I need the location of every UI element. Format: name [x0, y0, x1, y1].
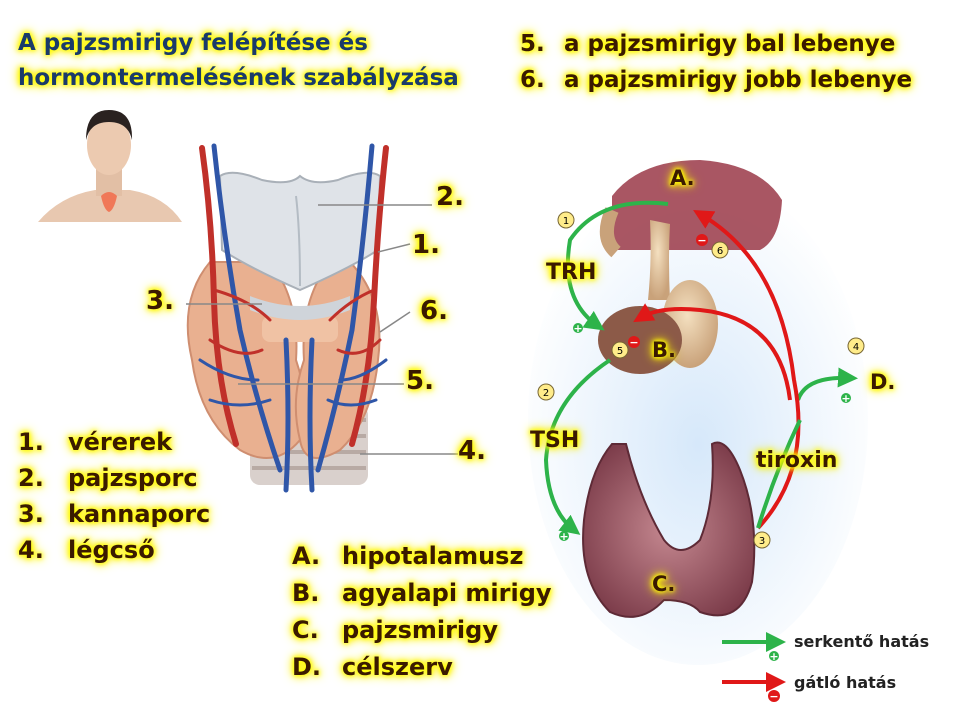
svg-text:+: + — [769, 650, 778, 663]
minus-sign: − — [628, 336, 640, 349]
lobe-legend-item: 6. a pajzsmirigy jobb lebenye — [520, 62, 912, 98]
lobe-legend-number: 5. — [520, 31, 545, 57]
svg-text:+: + — [841, 392, 850, 405]
title-line-2: hormontermelésének szabályzása — [18, 65, 459, 91]
legend-item: D. célszerv — [292, 649, 552, 686]
lettered-legend: A. hipotalamusz B. agyalapi mirigy C. pajzs… — [292, 538, 552, 686]
step-markers: 1 2 3 4 5 6 — [537, 211, 865, 549]
label-thyroid: C. — [652, 572, 676, 596]
legend-number: 1. — [18, 428, 44, 456]
svg-text:5: 5 — [617, 346, 623, 357]
svg-text:3: 3 — [759, 536, 765, 547]
legend-letter: A. — [292, 542, 321, 570]
svg-text:4: 4 — [853, 342, 859, 353]
legend-item: C. pajzsmirigy — [292, 612, 552, 649]
svg-text:−: − — [697, 234, 706, 247]
thyroid-cartilage-illustration — [218, 171, 382, 320]
legend-item: 2. pajzsporc — [18, 460, 210, 496]
page-title: A pajzsmirigy felépítése és hormontermel… — [18, 26, 459, 96]
svg-text:−: − — [629, 336, 638, 349]
minus-sign: − — [696, 234, 708, 247]
legend-text: pajzsmirigy — [342, 616, 498, 644]
legend-letter: C. — [292, 616, 319, 644]
step-6-marker: 6 — [711, 241, 729, 259]
label-trh: TRH — [546, 260, 597, 285]
legend-text: agyalapi mirigy — [342, 579, 552, 607]
legend-text: kannaporc — [68, 500, 211, 528]
label-pituitary: B. — [652, 338, 676, 362]
legend-item: 3. kannaporc — [18, 496, 210, 532]
portrait-illustration — [38, 110, 182, 222]
step-3-marker: 3 — [753, 531, 771, 549]
legend-number: 3. — [18, 500, 44, 528]
svg-text:2: 2 — [543, 388, 549, 399]
plus-sign: + — [769, 650, 779, 663]
svg-text:+: + — [573, 322, 582, 335]
svg-text:6: 6 — [717, 246, 723, 257]
legend-item: 4. légcső — [18, 532, 210, 568]
feedback-to-hypothalamus-arrow — [693, 210, 801, 530]
legend-item: 1. vérerek — [18, 424, 210, 460]
regulation-diagram-illustration — [528, 160, 868, 692]
svg-text:−: − — [769, 690, 778, 703]
lobe-legend: 5. a pajzsmirigy bal lebenye 6. a pajzsmir… — [520, 26, 912, 98]
tsh-arrow — [543, 358, 612, 535]
step-1-marker: 1 — [557, 211, 575, 229]
lobe-legend-text: a pajzsmirigy bal lebenye — [564, 31, 896, 57]
label-target-organ: D. — [870, 370, 896, 394]
numbered-legend: 1. vérerek 2. pajzsporc 3. kannaporc 4. légc… — [18, 424, 210, 568]
key-stimulating-label: serkentő hatás — [794, 632, 930, 651]
anatomy-label-6: 6. — [420, 296, 448, 326]
plus-sign: + — [841, 392, 851, 405]
thyroid-gland-illustration — [582, 441, 756, 618]
step-4-marker: 4 — [847, 337, 865, 355]
legend-text: vérerek — [68, 428, 173, 456]
legend-number: 2. — [18, 464, 44, 492]
lobe-legend-item: 5. a pajzsmirigy bal lebenye — [520, 26, 912, 62]
anatomy-label-1: 1. — [412, 230, 440, 260]
svg-text:+: + — [559, 530, 568, 543]
anatomy-label-3: 3. — [146, 286, 174, 316]
plus-sign: + — [559, 530, 569, 543]
lobe-legend-number: 6. — [520, 67, 545, 93]
legend-text: pajzsporc — [68, 464, 198, 492]
legend-letter: D. — [292, 653, 322, 681]
minus-sign: − — [768, 690, 780, 703]
label-tiroxin: tiroxin — [756, 448, 838, 473]
plus-sign: + — [573, 322, 583, 335]
title-line-1: A pajzsmirigy felépítése és — [18, 30, 368, 56]
step-2-marker: 2 — [537, 383, 555, 401]
anatomy-label-2: 2. — [436, 182, 464, 212]
legend-number: 4. — [18, 536, 44, 564]
legend-text: célszerv — [342, 653, 453, 681]
lobe-legend-text: a pajzsmirigy jobb lebenye — [564, 67, 913, 93]
step-5-marker: 5 — [611, 341, 629, 359]
trh-arrow — [565, 200, 669, 331]
anatomy-leader-lines — [186, 204, 458, 455]
feedback-to-pituitary-arrow — [633, 303, 792, 401]
legend-text: légcső — [68, 536, 155, 564]
legend-item: B. agyalapi mirigy — [292, 575, 552, 612]
thyroid-anatomy-illustration — [186, 143, 458, 493]
anatomy-label-5: 5. — [406, 366, 434, 396]
legend-item: A. hipotalamusz — [292, 538, 552, 575]
blood-vessels-illustration — [198, 143, 389, 493]
legend-text: hipotalamusz — [342, 542, 524, 570]
label-tsh: TSH — [530, 428, 580, 453]
effect-signs: + + + + − − − — [559, 234, 851, 703]
svg-text:1: 1 — [563, 216, 569, 227]
tiroxin-to-target-arrow — [796, 367, 858, 401]
label-hypothalamus: A. — [670, 166, 695, 190]
legend-letter: B. — [292, 579, 320, 607]
key-inhibiting-label: gátló hatás — [794, 673, 897, 692]
anatomy-label-4: 4. — [458, 436, 486, 466]
